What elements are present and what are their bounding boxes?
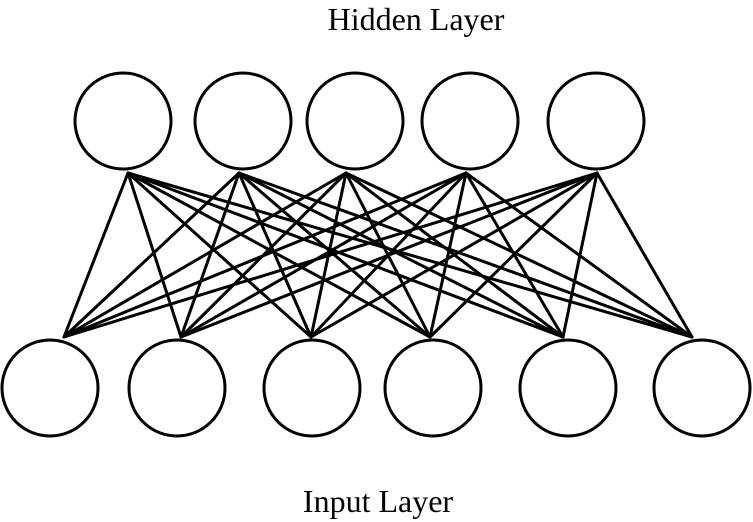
edge-hidden-5-input-4 — [428, 171, 599, 339]
edge-hidden-4-input-2 — [179, 171, 468, 339]
input-node-4 — [383, 338, 483, 438]
edge-hidden-2-input-1 — [62, 171, 241, 339]
input-layer-nodes — [0, 338, 752, 438]
hidden-node-1 — [73, 71, 173, 171]
edge-hidden-2-input-3 — [237, 171, 313, 339]
edge-hidden-4-input-1 — [62, 171, 468, 339]
edge-hidden-5-input-2 — [179, 171, 599, 339]
edge-hidden-1-input-4 — [126, 171, 432, 339]
input-node-3 — [262, 338, 362, 438]
edge-hidden-2-input-2 — [179, 171, 241, 339]
edge-hidden-3-input-1 — [62, 171, 348, 339]
edge-hidden-1-input-2 — [126, 171, 183, 339]
input-node-5 — [518, 338, 618, 438]
edge-hidden-5-input-3 — [309, 171, 599, 339]
hidden-node-5 — [546, 71, 646, 171]
input-node-1 — [0, 338, 100, 438]
hidden-node-3 — [305, 71, 405, 171]
edge-hidden-5-input-6 — [595, 171, 694, 339]
hidden-node-4 — [420, 71, 520, 171]
edge-hidden-1-input-6 — [126, 171, 694, 339]
input-node-2 — [127, 338, 227, 438]
hidden-layer-label: Hidden Layer — [328, 1, 505, 37]
input-layer-label: Input Layer — [303, 483, 454, 519]
edge-hidden-1-input-1 — [62, 171, 130, 339]
edge-hidden-2-input-6 — [237, 171, 694, 339]
hidden-layer-nodes — [73, 71, 646, 171]
edge-hidden-1-input-5 — [126, 171, 565, 339]
edge-hidden-3-input-6 — [344, 171, 694, 339]
input-node-6 — [652, 338, 752, 438]
edge-hidden-5-input-1 — [62, 171, 599, 339]
edge-hidden-5-input-5 — [561, 171, 599, 339]
hidden-node-2 — [193, 71, 293, 171]
edge-hidden-2-input-5 — [237, 171, 565, 339]
edge-hidden-4-input-4 — [428, 171, 468, 339]
edge-hidden-1-input-3 — [126, 171, 313, 339]
connections — [62, 171, 694, 339]
